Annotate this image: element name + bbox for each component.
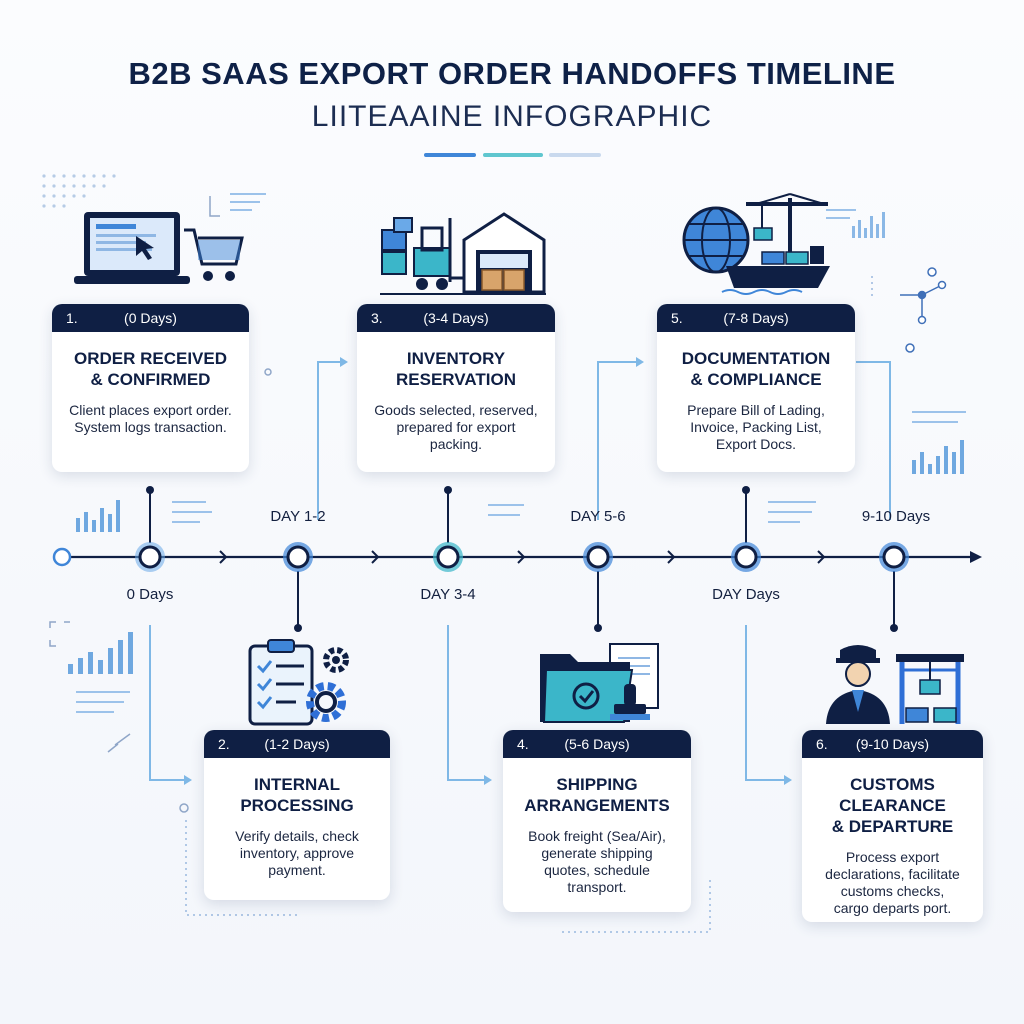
step-number: 6. — [816, 736, 828, 752]
step-title: SHIPPING ARRANGEMENTS — [524, 775, 670, 815]
step-title: INTERNAL PROCESSING — [240, 775, 354, 815]
folder-stamp-icon — [540, 643, 659, 723]
step-description: Process export declarations, facilitate … — [825, 849, 960, 916]
step-description: Goods selected, reserved, prepared for e… — [374, 402, 538, 452]
timeline-end-arrow — [970, 551, 982, 563]
step-card-3: 3. (3-4 Days) INVENTORY RESERVATION Good… — [357, 304, 555, 472]
connector-arrowheads — [184, 357, 792, 785]
decor-lines — [76, 193, 966, 713]
step-title: DOCUMENTATION & COMPLIANCE — [681, 349, 831, 389]
page-title: B2B SAAS EXPORT ORDER HANDOFFS TIMELINE — [128, 56, 896, 91]
step-number: 3. — [371, 310, 383, 326]
step-number: 2. — [218, 736, 230, 752]
step-number: 4. — [517, 736, 529, 752]
step-duration: (7-8 Days) — [723, 310, 789, 326]
timeline-chevrons — [219, 550, 826, 564]
timeline-label-above-2: DAY 5-6 — [570, 508, 626, 525]
step-card-2: 2. (1-2 Days) INTERNAL PROCESSING Verify… — [204, 730, 390, 900]
card-header: 6. (9-10 Days) — [802, 730, 983, 758]
warehouse-forklift-icon — [380, 212, 546, 295]
customs-officer-icon — [826, 645, 964, 724]
timeline-label-above-1: DAY 1-2 — [270, 508, 326, 525]
timeline-label-below-3: DAY Days — [712, 586, 780, 603]
timeline-label-below-2: DAY 3-4 — [420, 586, 476, 603]
decor-bars-lower-left — [68, 632, 133, 674]
step-description: Verify details, check inventory, approve… — [235, 828, 359, 878]
decor-bars-left — [76, 500, 120, 532]
globe-crane-ship-icon — [682, 193, 830, 295]
timeline-label-above-3: 9-10 Days — [861, 508, 931, 525]
timeline-nodes — [135, 542, 909, 572]
timeline-stems — [149, 490, 895, 628]
card-header: 1. (0 Days) — [52, 304, 249, 332]
step-card-4: 4. (5-6 Days) SHIPPING ARRANGEMENTS Book… — [503, 730, 691, 912]
title-accent-bar-1 — [424, 153, 476, 157]
step-card-5: 5. (7-8 Days) DOCUMENTATION & COMPLIANCE… — [657, 304, 855, 472]
step-duration: (5-6 Days) — [564, 736, 630, 752]
decor-bars-top-right — [852, 212, 885, 238]
decor-bars-right — [912, 440, 964, 474]
step-title: INVENTORY RESERVATION — [396, 349, 516, 389]
step-card-6: 6. (9-10 Days) CUSTOMS CLEARANCE & DEPAR… — [802, 730, 983, 922]
connector-lines — [149, 361, 891, 781]
card-header: 2. (1-2 Days) — [204, 730, 390, 758]
decor-dot-grid — [42, 174, 116, 208]
title-accent-bar-2 — [483, 153, 543, 157]
title-accent-bar-3 — [549, 153, 601, 157]
step-duration: (1-2 Days) — [264, 736, 330, 752]
card-header: 5. (7-8 Days) — [657, 304, 855, 332]
step-description: Book freight (Sea/Air), generate shippin… — [528, 828, 666, 895]
step-duration: (9-10 Days) — [855, 736, 930, 752]
checklist-gears-icon — [248, 639, 349, 726]
stem-end-dots — [146, 486, 898, 632]
step-description: Client places export order. System logs … — [69, 402, 232, 435]
timeline-label-below-1: 0 Days — [126, 586, 174, 603]
timeline-start-node — [52, 547, 72, 567]
step-description: Prepare Bill of Lading, Invoice, Packing… — [687, 402, 825, 452]
step-number: 1. — [66, 310, 78, 326]
step-number: 5. — [671, 310, 683, 326]
decor-network — [900, 267, 947, 353]
laptop-cart-icon — [74, 212, 244, 284]
step-card-1: 1. (0 Days) ORDER RECEIVED & CONFIRMED C… — [52, 304, 249, 472]
dotted-guides — [185, 276, 873, 933]
step-title: CUSTOMS CLEARANCE & DEPARTURE — [831, 775, 954, 836]
step-duration: (0 Days) — [124, 310, 177, 326]
card-header: 3. (3-4 Days) — [357, 304, 555, 332]
step-title: ORDER RECEIVED & CONFIRMED — [73, 349, 228, 389]
step-duration: (3-4 Days) — [423, 310, 489, 326]
card-header: 4. (5-6 Days) — [503, 730, 691, 758]
page-subtitle: LIITEAAINE INFOGRAPHIC — [311, 100, 713, 133]
